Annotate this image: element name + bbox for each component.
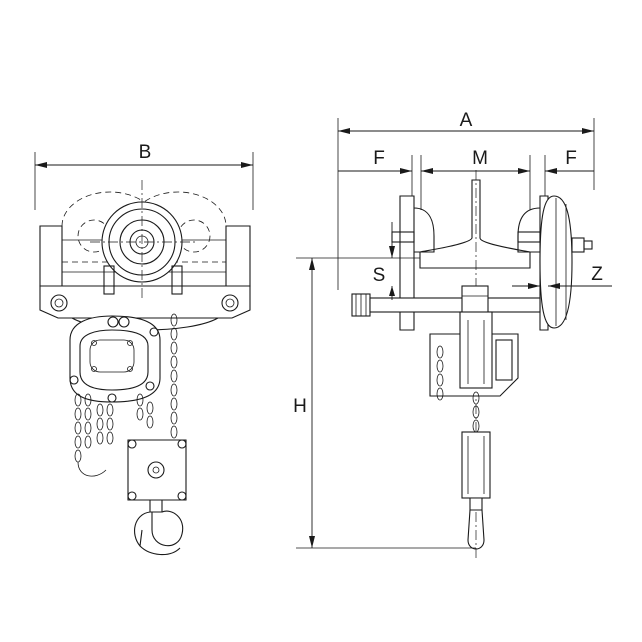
bottom-hook-side: [461, 431, 491, 550]
label-z: Z: [591, 264, 603, 285]
front-view: B: [34, 142, 254, 556]
dimension-b: B: [34, 142, 254, 210]
cross-shaft: [351, 285, 541, 327]
bottom-hook-block: [127, 439, 187, 556]
side-view: A F M F: [293, 110, 612, 560]
label-f-right: F: [565, 148, 577, 169]
label-h: H: [293, 396, 307, 417]
dimension-s: S: [373, 222, 395, 300]
label-a: A: [460, 110, 473, 131]
hand-wheel-side: [539, 195, 593, 329]
dimension-z: Z: [296, 257, 612, 289]
label-b: B: [139, 142, 152, 163]
hoist-body: [69, 315, 161, 403]
label-s: S: [373, 265, 386, 286]
label-f-left: F: [373, 148, 385, 169]
label-m: M: [472, 148, 488, 169]
hand-chain-left: [74, 393, 114, 477]
dimension-a: A: [337, 110, 595, 290]
hoist-body-side: [429, 311, 519, 433]
dimension-m: M: [420, 148, 531, 210]
hand-wheel: [90, 180, 196, 300]
dimension-h: H: [293, 258, 476, 549]
load-chain: [136, 313, 178, 439]
